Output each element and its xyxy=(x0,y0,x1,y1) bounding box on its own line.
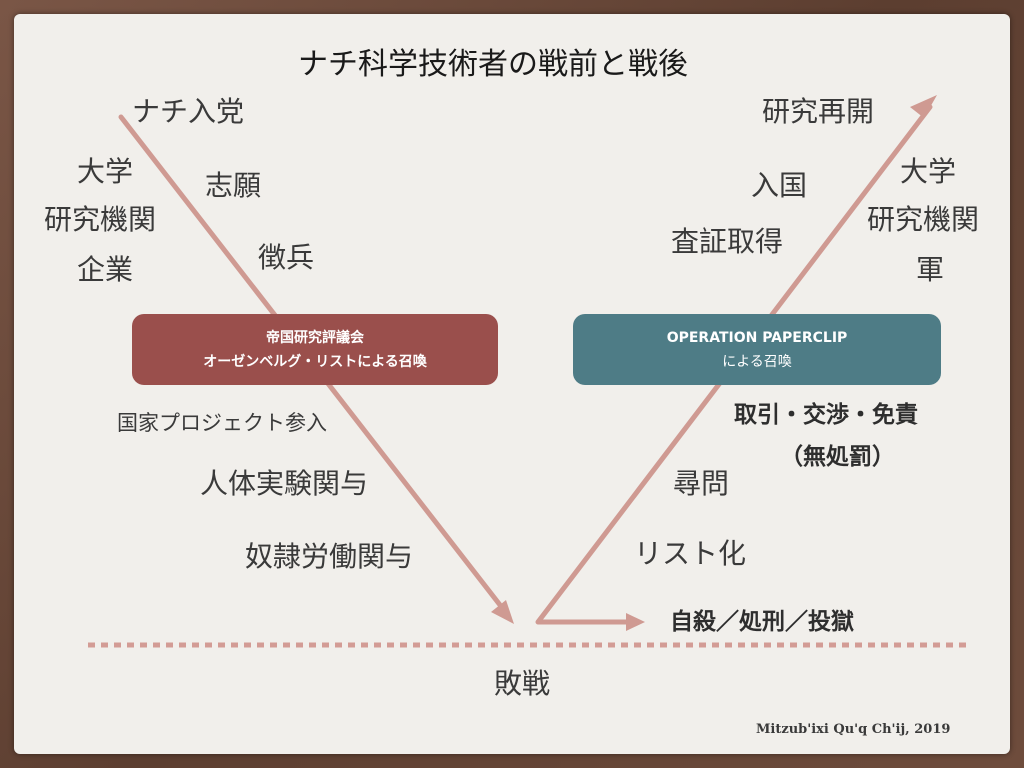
label-right-university: 大学 xyxy=(900,155,957,188)
label-right-institute: 研究機関 xyxy=(867,203,980,236)
author-credit: Mitzub'ixi Qu'q Ch'ij, 2019 xyxy=(756,722,951,737)
label-defeat: 敗戦 xyxy=(494,667,551,700)
label-slave-labor: 奴隷労働関与 xyxy=(245,540,414,573)
label-no-punishment: （無処罰） xyxy=(780,444,895,470)
reich-box-line1: 帝国研究評議会 xyxy=(266,329,364,346)
label-conscription: 徴兵 xyxy=(258,241,315,274)
label-listing: リスト化 xyxy=(634,537,747,570)
label-entry: 入国 xyxy=(751,169,808,202)
label-resume-research: 研究再開 xyxy=(762,95,875,128)
ascent-arrow-head xyxy=(910,95,937,118)
label-left-university: 大学 xyxy=(77,155,134,188)
label-human-experiments: 人体実験関与 xyxy=(200,467,369,500)
paperclip-box: OPERATION PAPERCLIP による召喚 xyxy=(573,314,941,385)
reich-box-line2: オーゼンベルグ・リストによる召喚 xyxy=(203,353,427,370)
label-right-military: 軍 xyxy=(916,253,945,286)
label-national-project: 国家プロジェクト参入 xyxy=(117,411,327,435)
label-nazi-party: ナチ入党 xyxy=(132,95,245,128)
label-left-company: 企業 xyxy=(77,253,134,286)
label-visa: 査証取得 xyxy=(671,225,784,258)
label-left-institute: 研究機関 xyxy=(44,203,157,236)
diagram-title: ナチ科学技術者の戦前と戦後 xyxy=(298,47,688,82)
paperclip-box-line2: による召喚 xyxy=(722,353,792,370)
fates-arrow-head xyxy=(626,613,645,631)
label-fates: 自殺／処刑／投獄 xyxy=(670,609,854,635)
label-interrogation: 尋問 xyxy=(673,467,730,500)
paperclip-box-line1: OPERATION PAPERCLIP xyxy=(666,329,848,346)
descent-arrow-head xyxy=(491,600,514,624)
reich-research-council-box: 帝国研究評議会 オーゼンベルグ・リストによる召喚 xyxy=(132,314,498,385)
label-deal: 取引・交渉・免責 xyxy=(734,402,918,428)
label-volunteer: 志願 xyxy=(205,169,262,202)
